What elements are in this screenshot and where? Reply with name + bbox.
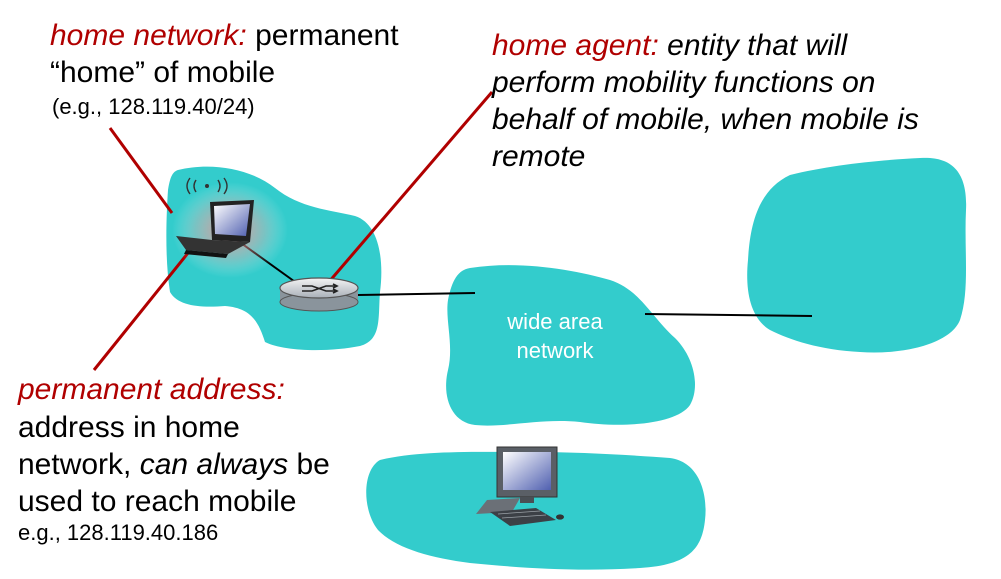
wireless-signal-icon: [186, 177, 228, 195]
home-agent-callout-line: [326, 91, 494, 284]
home-agent-line4: remote: [492, 140, 586, 173]
wan-label-line2: network: [516, 337, 594, 363]
permanent-address-line2-c: be: [288, 448, 330, 481]
home-network-desc-line2: “home” of mobile: [50, 56, 276, 89]
home-agent-line3: behalf of mobile, when mobile is: [492, 103, 919, 136]
wan-remote-link: [644, 313, 813, 317]
permanent-address-line2-a: network,: [18, 448, 140, 481]
permanent-address-line3: used to reach mobile: [18, 485, 297, 518]
router-icon: [279, 277, 359, 312]
home-network-desc: permanent: [255, 19, 399, 52]
laptop-icon: [176, 200, 254, 258]
home-network-term: home network:: [50, 19, 247, 52]
router-wan-link: [357, 292, 476, 296]
remote-network-cloud: [747, 157, 967, 353]
permanent-address-term: permanent address:: [18, 373, 285, 406]
home-network-title-line: home network: permanent: [50, 18, 399, 54]
permanent-address-callout-line: [92, 252, 190, 371]
home-agent-line2: perform mobility functions on: [492, 66, 876, 99]
wan-label: wide area network: [480, 308, 630, 365]
permanent-address-example: e.g., 128.119.40.186: [18, 520, 219, 545]
home-network-callout-line: [108, 127, 174, 214]
home-network-example: (e.g., 128.119.40/24): [52, 94, 255, 119]
permanent-address-line1: address in home: [18, 411, 240, 444]
wide-area-network-cloud: [446, 265, 695, 426]
desktop-computer-icon: [476, 446, 564, 526]
home-agent-title-line: home agent: entity that will: [492, 28, 847, 64]
home-agent-desc: entity that will: [667, 29, 848, 62]
wan-label-line1: wide area: [507, 309, 603, 334]
permanent-address-line2: network, can always be: [18, 447, 330, 483]
permanent-address-line2-emphasis: can always: [139, 448, 289, 481]
home-agent-term: home agent:: [492, 29, 659, 62]
